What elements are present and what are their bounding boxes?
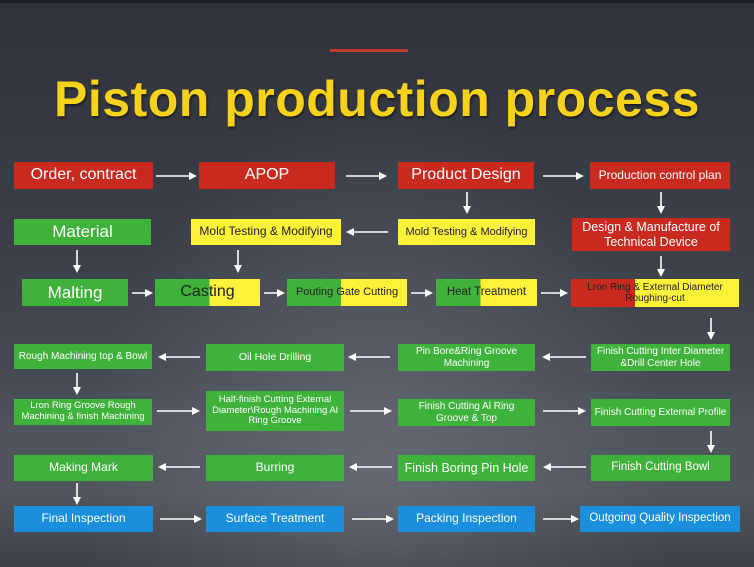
step-rough-machining-top-bowl: Rough Machining top & Bowl [14,344,152,369]
step-malting: Malting [22,279,128,306]
step-apop: APOP [199,162,335,189]
step-label: Burring [255,460,295,475]
step-heat-treatment: Heat Treatment [436,279,537,306]
step-label: Final Inspection [41,511,126,526]
step-design-manufacture-device: Design & Manufacture of Technical Device [572,218,730,251]
step-surface-treatment: Surface Treatment [206,506,344,532]
step-label: Product Design [411,166,521,184]
step-finish-cutting-inter-diameter: Finish Cutting Inter Diameter &Drill Cen… [591,344,730,371]
step-label: Oil Hole Drilling [238,351,312,364]
step-making-mark: Making Mark [14,455,153,481]
step-label: Outgoing Quality Inspection [589,512,731,525]
step-label: Packing Inspection [416,511,517,526]
step-product-design: Product Design [398,162,534,189]
step-half-finish-cutting: Half-finish Cutting External Diameter\Ro… [206,391,344,431]
step-label: Finish Boring Pin Hole [404,460,529,475]
step-pouting-gate-cutting: Pouting Gate Cutting [287,279,407,306]
step-label: Surface Treatment [225,511,325,526]
step-label: Half-finish Cutting External Diameter\Ro… [212,393,338,427]
step-label: Finish Cutting Bowl [611,461,710,474]
step-label: Lron Ring Groove Rough Machining & finis… [21,400,145,422]
step-packing-inspection: Packing Inspection [398,506,535,532]
step-label: Order, contract [30,166,137,184]
step-label: Malting [47,282,103,302]
step-oil-hole-drilling: Oil Hole Drilling [206,344,344,371]
step-label: Finish Cutting Al Ring Groove & Top [418,401,515,424]
step-label: Mold Testing & Modifying [405,225,528,238]
step-label: APOP [244,166,290,184]
step-pin-bore-ring-groove: Pin Bore&Ring Groove Machining [398,344,535,371]
step-label: Material [52,222,113,242]
step-label: Finish Cutting Inter Diameter &Drill Cen… [596,346,725,369]
step-label: Design & Manufacture of Technical Device [582,220,720,249]
step-label: Heat Treatment [446,285,527,298]
top-bar [0,0,754,3]
step-label: Rough Machining top & Bowl [18,350,148,362]
step-mold-testing-modifying-2: Mold Testing & Modifying [398,219,535,245]
step-finish-cutting-external: Finish Cutting External Profile [591,399,730,426]
step-order-contract: Order, contract [14,162,153,189]
step-label: Pin Bore&Ring Groove Machining [415,346,518,369]
step-casting: Casting [155,279,260,306]
step-label: Making Mark [49,460,118,475]
step-final-inspection: Final Inspection [14,506,153,532]
step-mold-testing-modifying-1: Mold Testing & Modifying [191,219,341,245]
step-label: Production control plan [598,167,722,182]
step-lron-ring-roughing: Lron Ring & External Diameter Roughing-c… [571,279,739,307]
step-finish-cutting-bowl: Finish Cutting Bowl [591,455,730,481]
step-material: Material [14,219,151,245]
step-label: Casting [180,283,235,301]
step-production-control-plan: Production control plan [590,162,730,189]
page-title: Piston production process [54,71,700,127]
step-burring: Burring [206,455,344,481]
step-label: Pouting Gate Cutting [295,286,399,299]
step-outgoing-quality-inspection: Outgoing Quality Inspection [580,506,740,532]
step-label: Lron Ring & External Diameter Roughing-c… [587,281,723,305]
step-finish-cutting-al-ring: Finish Cutting Al Ring Groove & Top [398,399,535,426]
step-finish-boring-pin-hole: Finish Boring Pin Hole [398,455,535,481]
step-label: Finish Cutting External Profile [594,406,727,418]
step-label: Mold Testing & Modifying [199,224,333,239]
title-accent-line [330,49,408,52]
step-lron-ring-groove-rough: Lron Ring Groove Rough Machining & finis… [14,399,152,425]
